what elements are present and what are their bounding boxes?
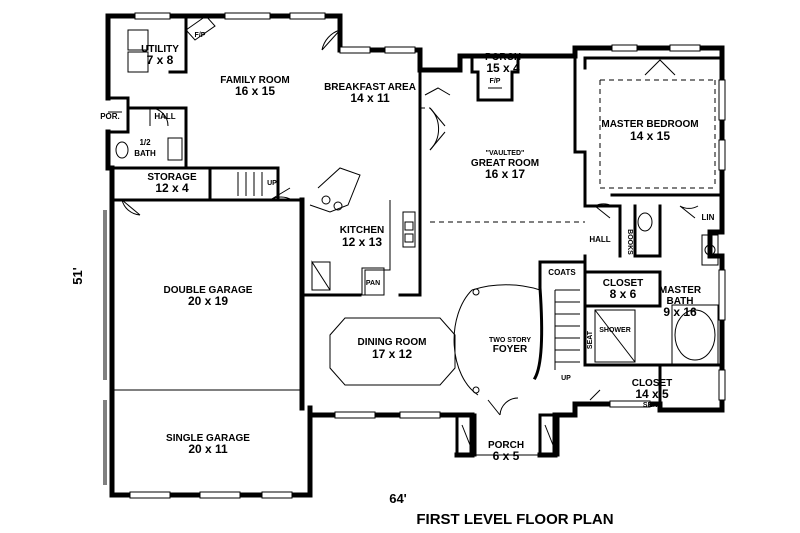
family-room-dim: 16 x 15	[235, 84, 275, 98]
porch-bottom-name: PORCH	[488, 440, 524, 451]
family-fireplace-label: F/P	[195, 32, 206, 39]
storage-stairs-up-label: UP	[267, 180, 277, 187]
double-garage-dim: 20 x 19	[188, 294, 228, 308]
great-room-vaulted: "VAULTED"	[486, 150, 525, 157]
plan-title: FIRST LEVEL FLOOR PLAN	[416, 511, 613, 528]
single-garage-name: SINGLE GARAGE	[166, 433, 250, 444]
width-dimension: 64'	[389, 491, 407, 506]
master-bath-dim: 9 x 16	[663, 305, 697, 319]
breakfast-area-dim: 14 x 11	[350, 91, 390, 105]
kitchen-dim: 12 x 13	[342, 235, 382, 249]
closet-2-name: CLOSET	[632, 378, 673, 389]
foyer-name: FOYER	[493, 344, 528, 355]
closet-2-dim: 14 x 5	[635, 387, 669, 401]
doors	[108, 29, 699, 416]
dining-room-name: DINING ROOM	[358, 337, 427, 348]
fireplaces	[185, 15, 520, 102]
coats-label: COATS	[548, 268, 576, 277]
lin-label: LIN	[702, 213, 715, 222]
dining-table	[329, 317, 456, 386]
porch-bottom	[455, 413, 560, 457]
half-bath-num: 1/2	[139, 138, 151, 147]
porch-bottom-dim: 6 x 5	[493, 449, 520, 463]
room-labels: UTILITY 7 x 8 FAMILY ROOM 16 x 15 BREAKF…	[100, 44, 714, 463]
porch-top-dim: 15 x 4	[486, 61, 520, 75]
hall-right-label: HALL	[589, 235, 610, 244]
great-room-dim: 16 x 17	[485, 167, 525, 181]
porch-top-name: PORCH	[485, 52, 521, 63]
half-bath-word: BATH	[134, 149, 156, 158]
pantry-label: PAN	[366, 280, 380, 287]
dining-room-dim: 17 x 12	[372, 347, 412, 361]
hall-left-label: HALL	[154, 112, 175, 121]
books-label: BOOKS	[626, 229, 633, 255]
great-fireplace-label: F/P	[490, 78, 501, 85]
master-bedroom-dim: 14 x 15	[630, 129, 670, 143]
dimension-labels: 51' 64'	[70, 267, 407, 506]
master-bath-word: BATH	[666, 296, 693, 307]
breakfast-area-name: BREAKFAST AREA	[324, 82, 416, 93]
great-room-name: GREAT ROOM	[471, 158, 539, 169]
utility-dim: 7 x 8	[147, 53, 174, 67]
kitchen-fixtures	[309, 167, 416, 296]
double-garage-name: DOUBLE GARAGE	[164, 285, 253, 296]
seat-2-label: SEAT	[643, 402, 662, 409]
storage-name: STORAGE	[147, 172, 197, 183]
shower-label: SHOWER	[599, 327, 631, 334]
closet-1-dim: 8 x 6	[610, 287, 637, 301]
kitchen-name: KITCHEN	[340, 225, 384, 236]
single-garage-dim: 20 x 11	[188, 442, 228, 456]
markers: F/P F/P UP UP	[195, 32, 572, 382]
foyer-stairs-up-label: UP	[561, 375, 571, 382]
family-room-name: FAMILY ROOM	[220, 75, 289, 86]
master-bedroom-name: MASTER BEDROOM	[601, 119, 698, 130]
closet-1-name: CLOSET	[603, 278, 644, 289]
utility-name: UTILITY	[141, 44, 179, 55]
bath-fixtures	[115, 29, 719, 366]
storage-dim: 12 x 4	[155, 181, 189, 195]
garage-doors	[103, 210, 107, 485]
por-label: POR.	[100, 112, 120, 121]
height-dimension: 51'	[70, 267, 85, 285]
seat-1-label: SEAT	[587, 330, 594, 349]
foyer-stairs	[237, 172, 580, 396]
master-bath-name: MASTER	[659, 285, 702, 296]
dashed-lines	[420, 79, 716, 223]
foyer-two-story: TWO STORY	[489, 337, 531, 344]
windows	[129, 12, 726, 499]
